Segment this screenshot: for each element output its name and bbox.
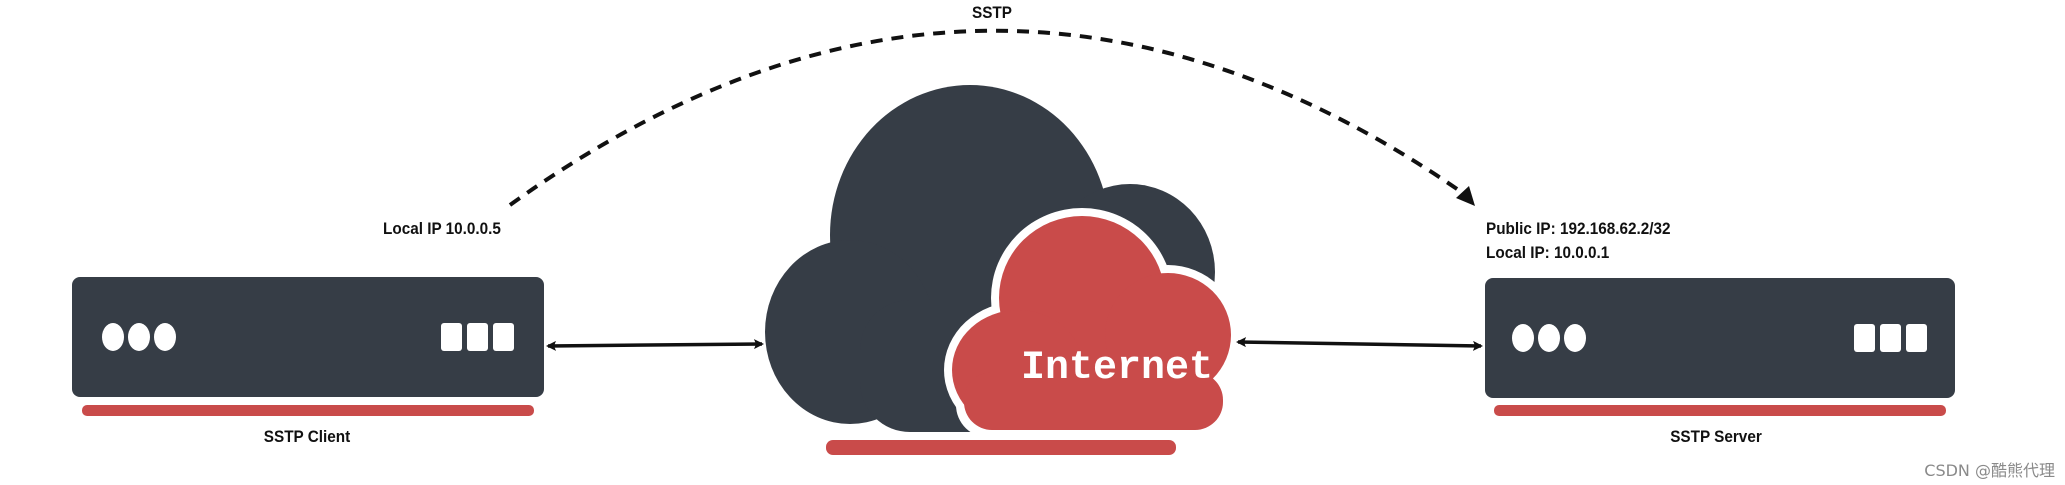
client-port-squares bbox=[441, 323, 514, 351]
cloud-icon: Internet bbox=[765, 85, 1239, 438]
sstp-link-label: SSTP bbox=[972, 3, 1012, 22]
cloud-label: Internet bbox=[1021, 346, 1213, 391]
server-public-ip: Public IP: 192.168.62.2/32 bbox=[1486, 219, 1671, 238]
client-local-ip: Local IP 10.0.0.5 bbox=[383, 219, 501, 238]
client-device bbox=[72, 277, 544, 397]
server-caption: SSTP Server bbox=[1670, 427, 1762, 446]
server-device bbox=[1485, 278, 1955, 398]
cloud-server-connection bbox=[1236, 337, 1483, 351]
server-port-squares bbox=[1854, 324, 1927, 352]
sstp-tunnel-arc bbox=[508, 28, 1472, 207]
cloud-base-bar bbox=[826, 440, 1176, 455]
client-cloud-connection bbox=[546, 339, 764, 351]
client-led-dots bbox=[102, 323, 176, 351]
client-caption: SSTP Client bbox=[263, 427, 351, 446]
csdn-watermark: CSDN @酷熊代理 bbox=[1924, 461, 2055, 480]
server-base-bar bbox=[1494, 405, 1946, 416]
server-led-dots bbox=[1512, 324, 1586, 352]
client-base-bar bbox=[82, 405, 534, 416]
server-local-ip: Local IP: 10.0.0.1 bbox=[1486, 243, 1610, 262]
sstp-tunnel-arrowhead bbox=[1456, 186, 1475, 206]
